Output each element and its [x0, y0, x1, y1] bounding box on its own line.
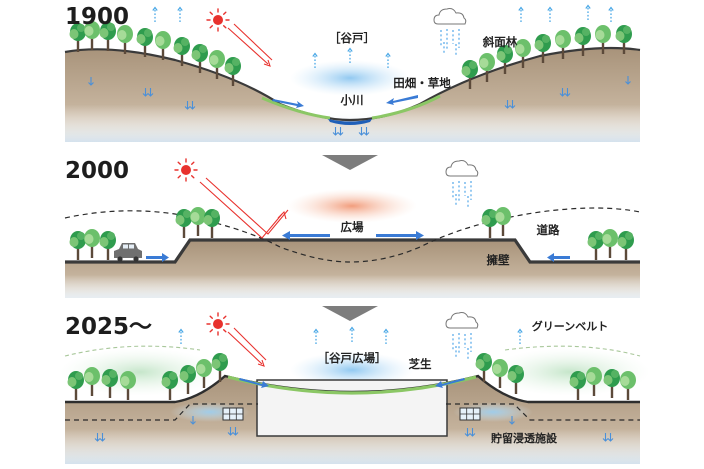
- cloud-rain-icon: [433, 7, 467, 57]
- cloud-rain-icon: [445, 159, 479, 209]
- tree-icon: [602, 229, 618, 258]
- tree-icon: [603, 369, 620, 398]
- runoff-arrows: [146, 231, 570, 262]
- tree-icon: [69, 231, 86, 260]
- tree-icon: [620, 371, 636, 400]
- surface-flow: [239, 378, 465, 388]
- ground-line: [64, 46, 641, 122]
- storage-tank-icon: [222, 407, 244, 421]
- valley-plaza-label: ［谷戸広場］: [318, 351, 387, 365]
- plaza-label: 広場: [341, 220, 364, 234]
- lawn-label: 芝生: [409, 357, 432, 371]
- tree-icon: [67, 371, 84, 400]
- sun-icon: [206, 8, 230, 32]
- solar-rays: [227, 23, 273, 67]
- tree-icon: [190, 207, 206, 236]
- surface-flow: [272, 95, 418, 108]
- year-label: 1900: [65, 4, 129, 30]
- solar-rays: [227, 327, 267, 367]
- solar-rays: [199, 177, 289, 239]
- stream-water: [328, 119, 372, 125]
- former-surface-line: [65, 403, 640, 421]
- tree-icon: [84, 229, 100, 258]
- cool-air-glow: [290, 352, 414, 388]
- tree-icon: [99, 231, 116, 260]
- car-icon: [114, 243, 142, 262]
- cool-air-glow: [290, 60, 410, 96]
- year-label: 2000: [65, 158, 129, 184]
- panel-2025: 2025〜 ［谷戸広場］ 芝生 グリーンベルト 貯留浸透施設: [60, 311, 650, 464]
- greenbelt-mist: [60, 348, 220, 396]
- year-label: 2025〜: [65, 314, 152, 340]
- tree-icon: [495, 207, 511, 236]
- stream-label: 小川: [340, 93, 364, 107]
- heat-glow: [287, 189, 417, 223]
- panel-2000: 2000 広場 道路 擁壁: [64, 158, 641, 298]
- sun-icon: [174, 158, 198, 182]
- transition-arrow: [322, 155, 378, 170]
- tree-icon: [203, 209, 220, 238]
- forest-label: 斜面林: [482, 35, 518, 49]
- storage-tank-icon: [459, 407, 481, 421]
- evaporation-arrows: [178, 326, 523, 345]
- tree-icon: [175, 209, 192, 238]
- paved-surface: [65, 238, 640, 264]
- grass-right: [371, 94, 441, 120]
- fields-label: 田畑・草地: [393, 76, 451, 90]
- road-label: 道路: [537, 223, 560, 237]
- storage-facility-label: 貯留浸透施設: [491, 431, 558, 445]
- filled-ground: [65, 240, 640, 298]
- cloud-rain-icon: [445, 311, 479, 361]
- tree-icon: [161, 371, 178, 400]
- tree-icon: [617, 231, 634, 260]
- grass-left: [261, 96, 331, 120]
- panel-1900: 1900 ［谷戸］ 小川 田畑・草地 斜面林: [64, 4, 641, 142]
- retaining-wall-label: 擁壁: [487, 253, 510, 267]
- former-terrain-line: [64, 207, 641, 263]
- tree-icon: [587, 231, 604, 260]
- greenbelt-label: グリーンベルト: [532, 319, 608, 333]
- valley-label: ［谷戸］: [329, 31, 375, 45]
- transition-arrow: [322, 306, 378, 321]
- sun-icon: [206, 312, 230, 336]
- greenbelt-outline: [64, 345, 641, 357]
